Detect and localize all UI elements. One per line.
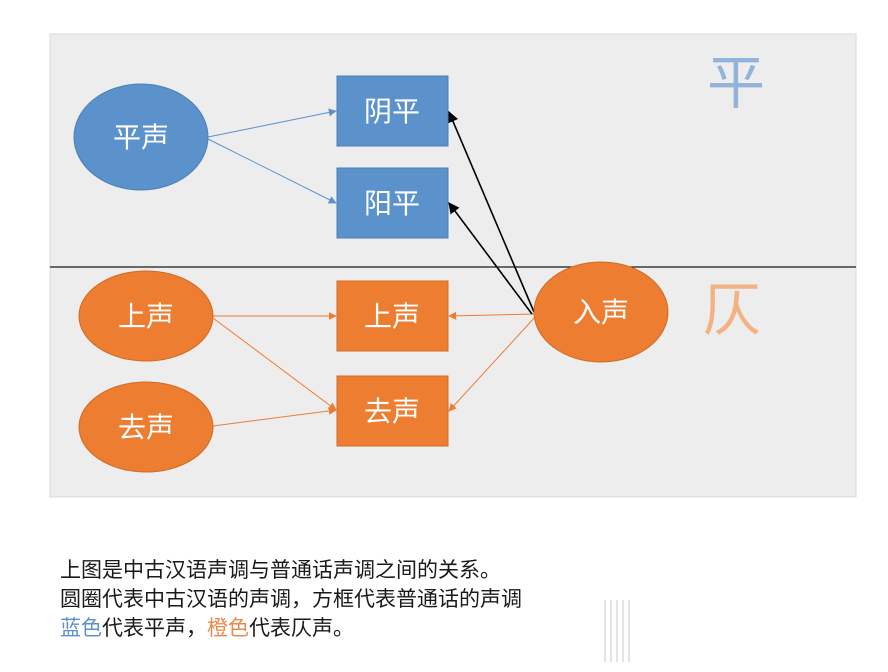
box-shang-sheng — [336, 280, 449, 352]
box-yang-ping-label: 阳平 — [364, 187, 420, 220]
tone-diagram: 平 仄 平声 上声 去声 入声 阴平 阳平 上声 去声 — [49, 33, 857, 498]
arrow-pingsheng-to-yinping — [207, 108, 337, 138]
caption-fade-bars — [604, 600, 632, 662]
arrow-rusheng-to-shangsheng — [448, 311, 535, 320]
arrow-rusheng-to-qusheng — [448, 315, 537, 412]
box-yin-ping — [336, 75, 449, 147]
caption-line-3-part-b: 代表仄声。 — [249, 616, 354, 640]
caption-line-3-part-a: 代表平声， — [102, 616, 207, 640]
box-yang-ping — [336, 167, 449, 239]
arrow-pingsheng-to-yangping — [207, 138, 337, 204]
caption: 上图是中古汉语声调与普通话声调之间的关系。 圆圈代表中古汉语的声调，方框代表普通… — [60, 556, 650, 643]
box-qu-sheng-label: 去声 — [364, 395, 420, 428]
circle-shang-sheng — [78, 270, 214, 362]
ping-section-label: 平 — [707, 49, 765, 117]
caption-line-2: 圆圈代表中古汉语的声调，方框代表普通话的声调 — [60, 587, 522, 611]
ze-section-label: 仄 — [703, 276, 761, 344]
circle-ru-sheng — [533, 261, 669, 363]
arrow-rusheng-to-yinping — [447, 110, 535, 313]
circle-qu-sheng — [78, 381, 214, 473]
box-qu-sheng — [336, 375, 449, 447]
arrow-shangsheng-to-qusheng — [212, 317, 337, 411]
circle-shang-sheng-label: 上声 — [118, 300, 174, 333]
circle-ping-sheng-label: 平声 — [113, 121, 169, 154]
caption-line-3: 蓝色代表平声，橙色代表仄声。 — [60, 614, 650, 643]
circle-qu-sheng-label: 去声 — [118, 411, 174, 444]
circle-ping-sheng — [73, 83, 209, 191]
caption-line-1: 上图是中古汉语声调与普通话声调之间的关系。 — [60, 558, 501, 582]
box-yin-ping-label: 阴平 — [364, 95, 420, 128]
box-shang-sheng-label: 上声 — [364, 300, 420, 333]
arrow-qusheng-to-qusheng — [212, 406, 337, 427]
arrow-rusheng-to-yangping — [448, 202, 533, 315]
caption-orange-word: 橙色 — [207, 616, 249, 640]
caption-blue-word: 蓝色 — [60, 616, 102, 640]
circle-ru-sheng-label: 入声 — [573, 296, 629, 329]
